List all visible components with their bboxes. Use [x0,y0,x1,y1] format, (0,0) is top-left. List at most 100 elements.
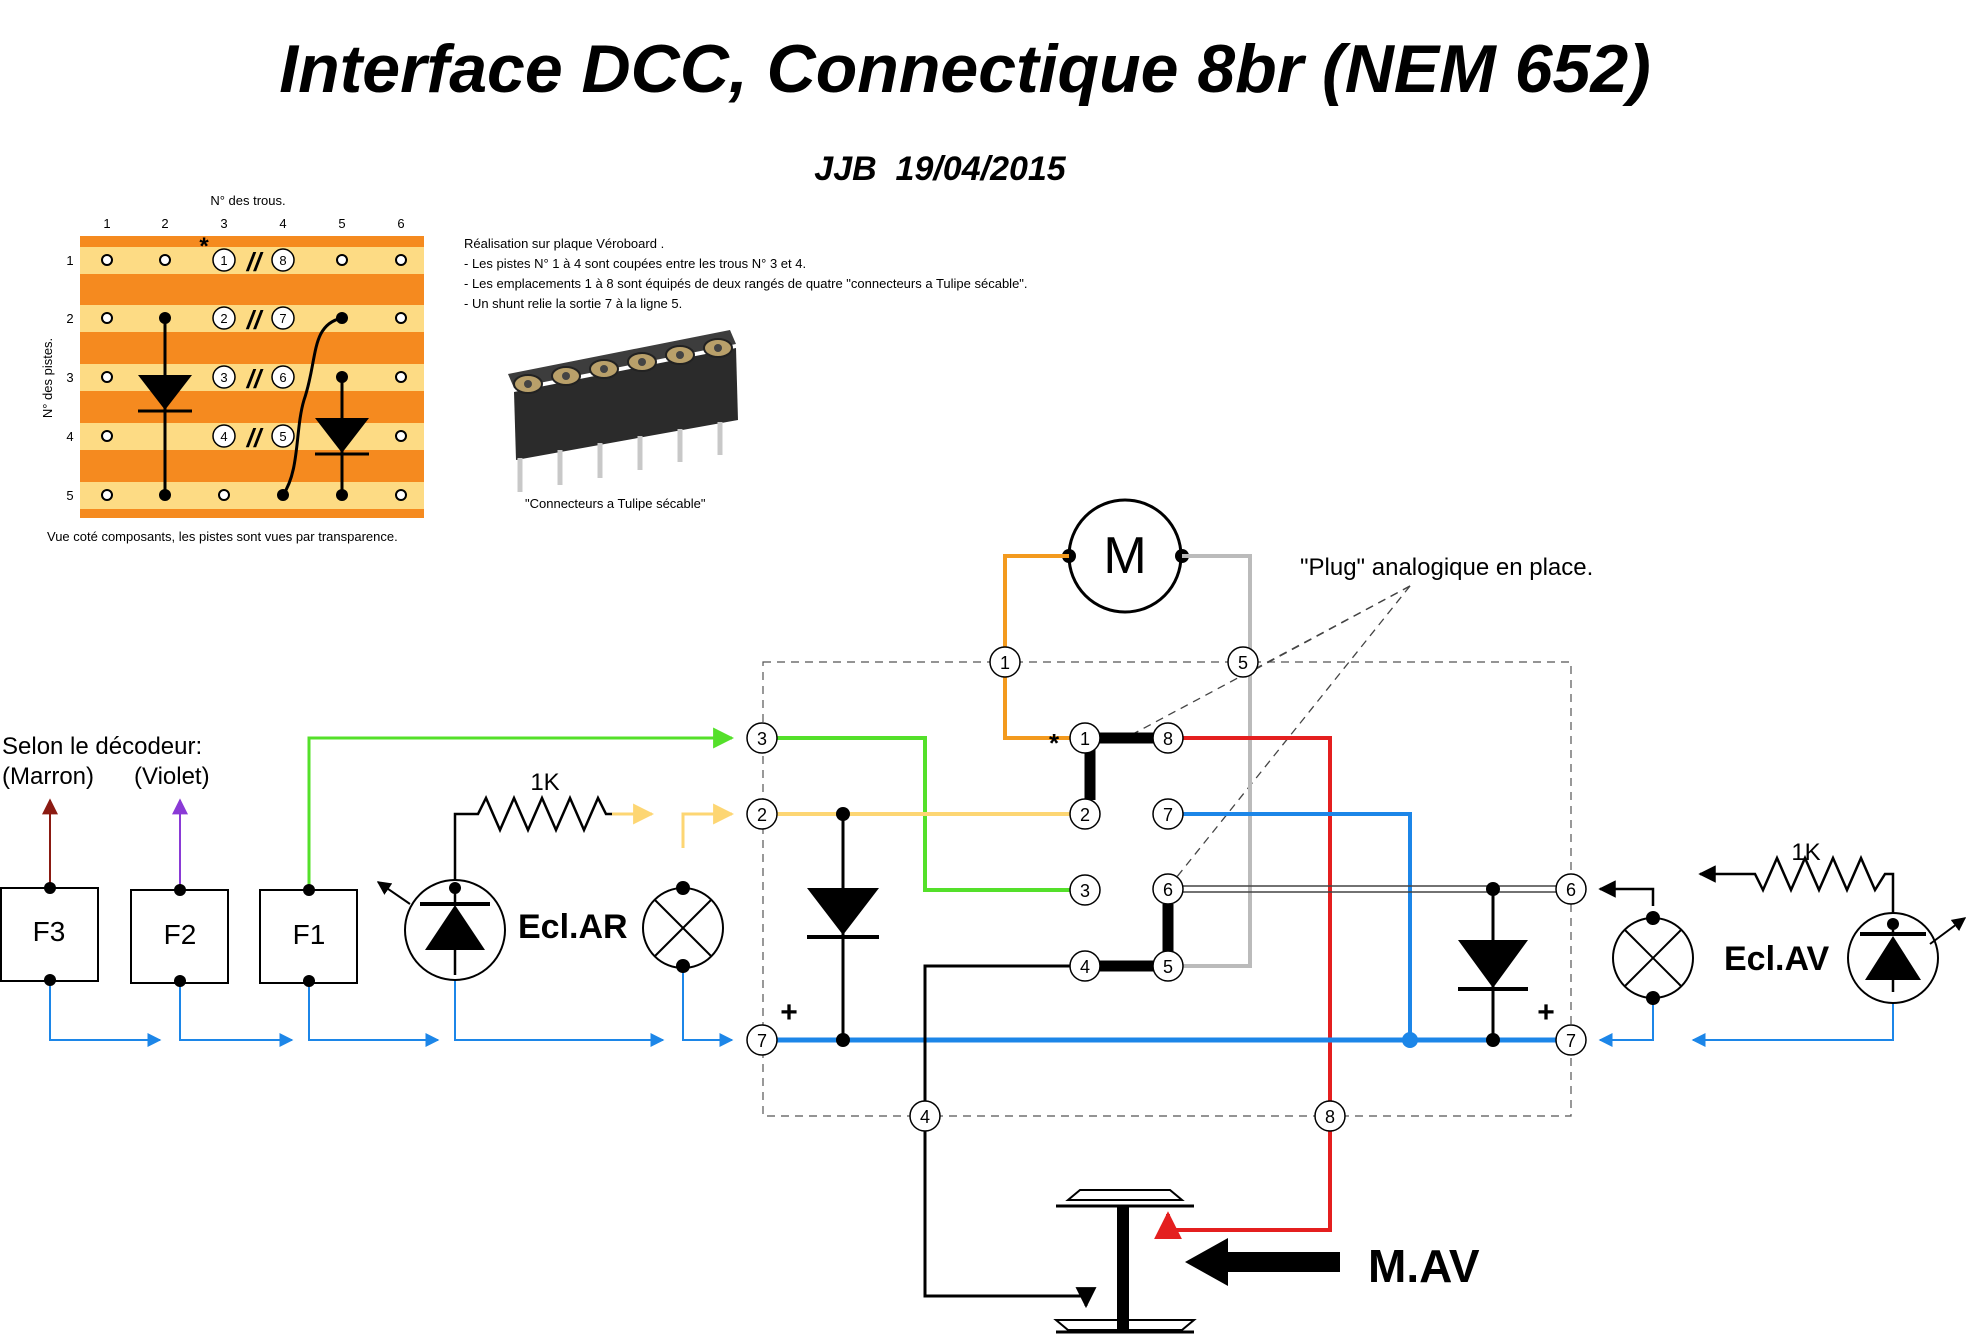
pin-row-3: 3 // 6 [212,364,295,394]
wire-black-4 [923,964,1097,1309]
track-number: 4 [66,429,73,444]
wire-orange [1003,554,1075,740]
node-label: 8 [1163,729,1173,749]
pin-label: 2 [220,311,227,326]
wire-blue-led [454,970,665,1047]
resistor-left [453,794,652,888]
interface-boundary [762,661,1572,1117]
plus-right: + [1537,996,1555,1029]
node-label: 5 [1238,653,1248,673]
lamp-right [1612,911,1694,1005]
note-line: - Un shunt relie la sortie 7 à la ligne … [464,296,682,311]
violet-label: (Violet) [134,763,210,790]
wire-red [1154,736,1332,1240]
node-label: 1 [1000,653,1010,673]
wire-green-f1 [307,727,735,930]
wire-blue-right-lamp [1598,1000,1654,1047]
cut-marker: // [246,247,264,277]
f3-box: F3 [0,882,99,986]
node-circles: 1 5 3 2 7 1 8 2 7 3 6 4 5 6 7 4 8 [746,646,1587,1132]
resistor-right [1698,854,1895,924]
hole-numbers: 1 2 3 4 5 6 [103,216,404,231]
node-label: 2 [1080,805,1090,825]
tracks-label: N° des pistes. [40,338,55,418]
node: 3 [746,722,778,754]
decoder-label: Selon le décodeur: [2,733,202,760]
pin-label: 5 [279,429,286,444]
f3-label: F3 [33,916,66,947]
node: 7 [1152,798,1184,830]
hole-number: 1 [103,216,110,231]
mav-label: M.AV [1368,1240,1480,1292]
track-3 [80,364,424,391]
wire-blue-f3 [49,980,162,1047]
node: 6 [1555,873,1587,905]
node: 2 [746,798,778,830]
wire-yellow-lamp [681,803,735,848]
track-2 [80,305,424,332]
hole-number: 3 [220,216,227,231]
wire-blue-lamp [682,966,734,1047]
wire-right-lamp-6 [1598,880,1655,906]
node: 7 [1555,1024,1587,1056]
node: 3 [1069,874,1101,906]
resistor-left-label: 1K [530,769,559,796]
track-5 [80,482,424,509]
pin-label: 8 [279,253,286,268]
hole-number: 2 [161,216,168,231]
node: 1 [989,646,1021,678]
f1-label: F1 [293,919,326,950]
lamp-left [642,881,724,973]
wire-blue-7 [1182,812,1412,1040]
node: 7 [746,1024,778,1056]
f1-box: F1 [259,884,358,987]
node-label: 3 [1080,881,1090,901]
hole-number: 4 [279,216,286,231]
pin-row-4: 4 // 5 [212,423,295,453]
node-label: 7 [1163,805,1173,825]
node-label: 4 [1080,957,1090,977]
node: 6 [1152,873,1184,905]
node-label: 6 [1163,880,1173,900]
node: 4 [909,1100,941,1132]
star-marker: * [199,233,209,260]
track-number: 3 [66,370,73,385]
note-line: - Les emplacements 1 à 8 sont équipés de… [464,276,1028,291]
pin-label: 1 [220,253,227,268]
hole-number: 5 [338,216,345,231]
node: 5 [1152,950,1184,982]
node-label: 2 [757,805,767,825]
f2-label: F2 [164,919,197,950]
wire-blue-f2 [179,980,294,1047]
cut-marker: // [246,305,264,335]
resistor-right-label: 1K [1791,839,1820,866]
plug-pointers [1117,585,1411,889]
node-label: 6 [1566,880,1576,900]
holes-label: N° des trous. [210,193,285,208]
board-diode-1 [138,312,192,501]
diode-right [1458,882,1528,1047]
node: 4 [1069,950,1101,982]
diode-left [807,807,879,1047]
track-number: 2 [66,311,73,326]
note-line: Réalisation sur plaque Véroboard . [464,236,664,251]
page-title: Interface DCC, Connectique 8br (NEM 652) [279,31,1651,107]
pin-label: 3 [220,370,227,385]
led-ecl-av [1847,912,1967,1004]
node-label: 4 [920,1107,930,1127]
board-diode-2 [315,371,369,501]
pin-label: 7 [279,311,286,326]
node-label: 1 [1080,729,1090,749]
marron-label: (Marron) [2,763,94,790]
board-caption: Vue coté composants, les pistes sont vue… [47,529,398,544]
board-holes [101,254,407,501]
led-ecl-ar [376,879,506,981]
author-date: JJB 19/04/2015 [814,150,1067,188]
veroboard: N° des trous. N° des pistes. 1 2 3 4 5 6… [40,193,424,544]
tulip-connectors-photo: "Connecteurs a Tulipe sécable" [508,330,738,511]
wire-blue-right-led [1691,990,1894,1047]
node: 8 [1314,1100,1346,1132]
node-label: 3 [757,729,767,749]
node: 1 [1069,722,1101,754]
